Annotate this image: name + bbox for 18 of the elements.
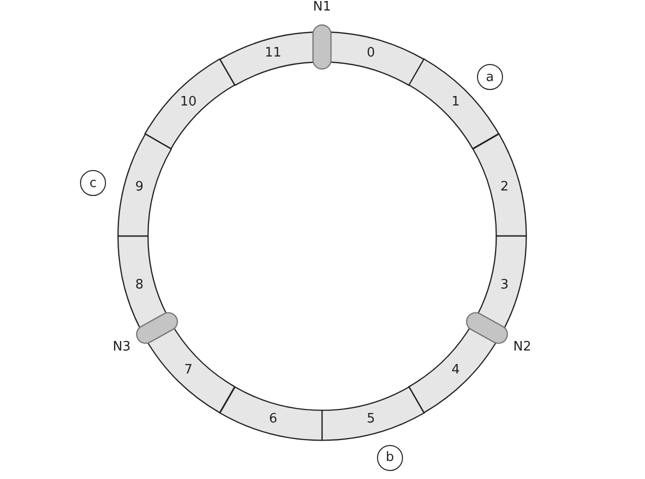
segment-number: 8 — [135, 277, 144, 292]
key-circle: c — [80, 170, 106, 196]
segment-number: 0 — [366, 46, 376, 61]
segment-number: 11 — [264, 46, 282, 61]
segment-number: 7 — [184, 362, 192, 378]
segment-number: 10 — [180, 94, 197, 110]
key-circle: a — [476, 64, 503, 90]
segment-number: 2 — [500, 180, 509, 195]
segment-number: 1 — [452, 94, 460, 110]
segment-number: 5 — [366, 411, 376, 426]
node-label: N3 — [112, 340, 131, 355]
node-label: N2 — [513, 340, 532, 355]
key-circle: b — [376, 444, 403, 471]
segment-number: 6 — [268, 411, 278, 426]
segment-number: 3 — [500, 277, 509, 292]
segment-number: 4 — [452, 362, 460, 378]
segment-number: 9 — [135, 180, 144, 195]
node-label: N1 — [313, 0, 331, 14]
